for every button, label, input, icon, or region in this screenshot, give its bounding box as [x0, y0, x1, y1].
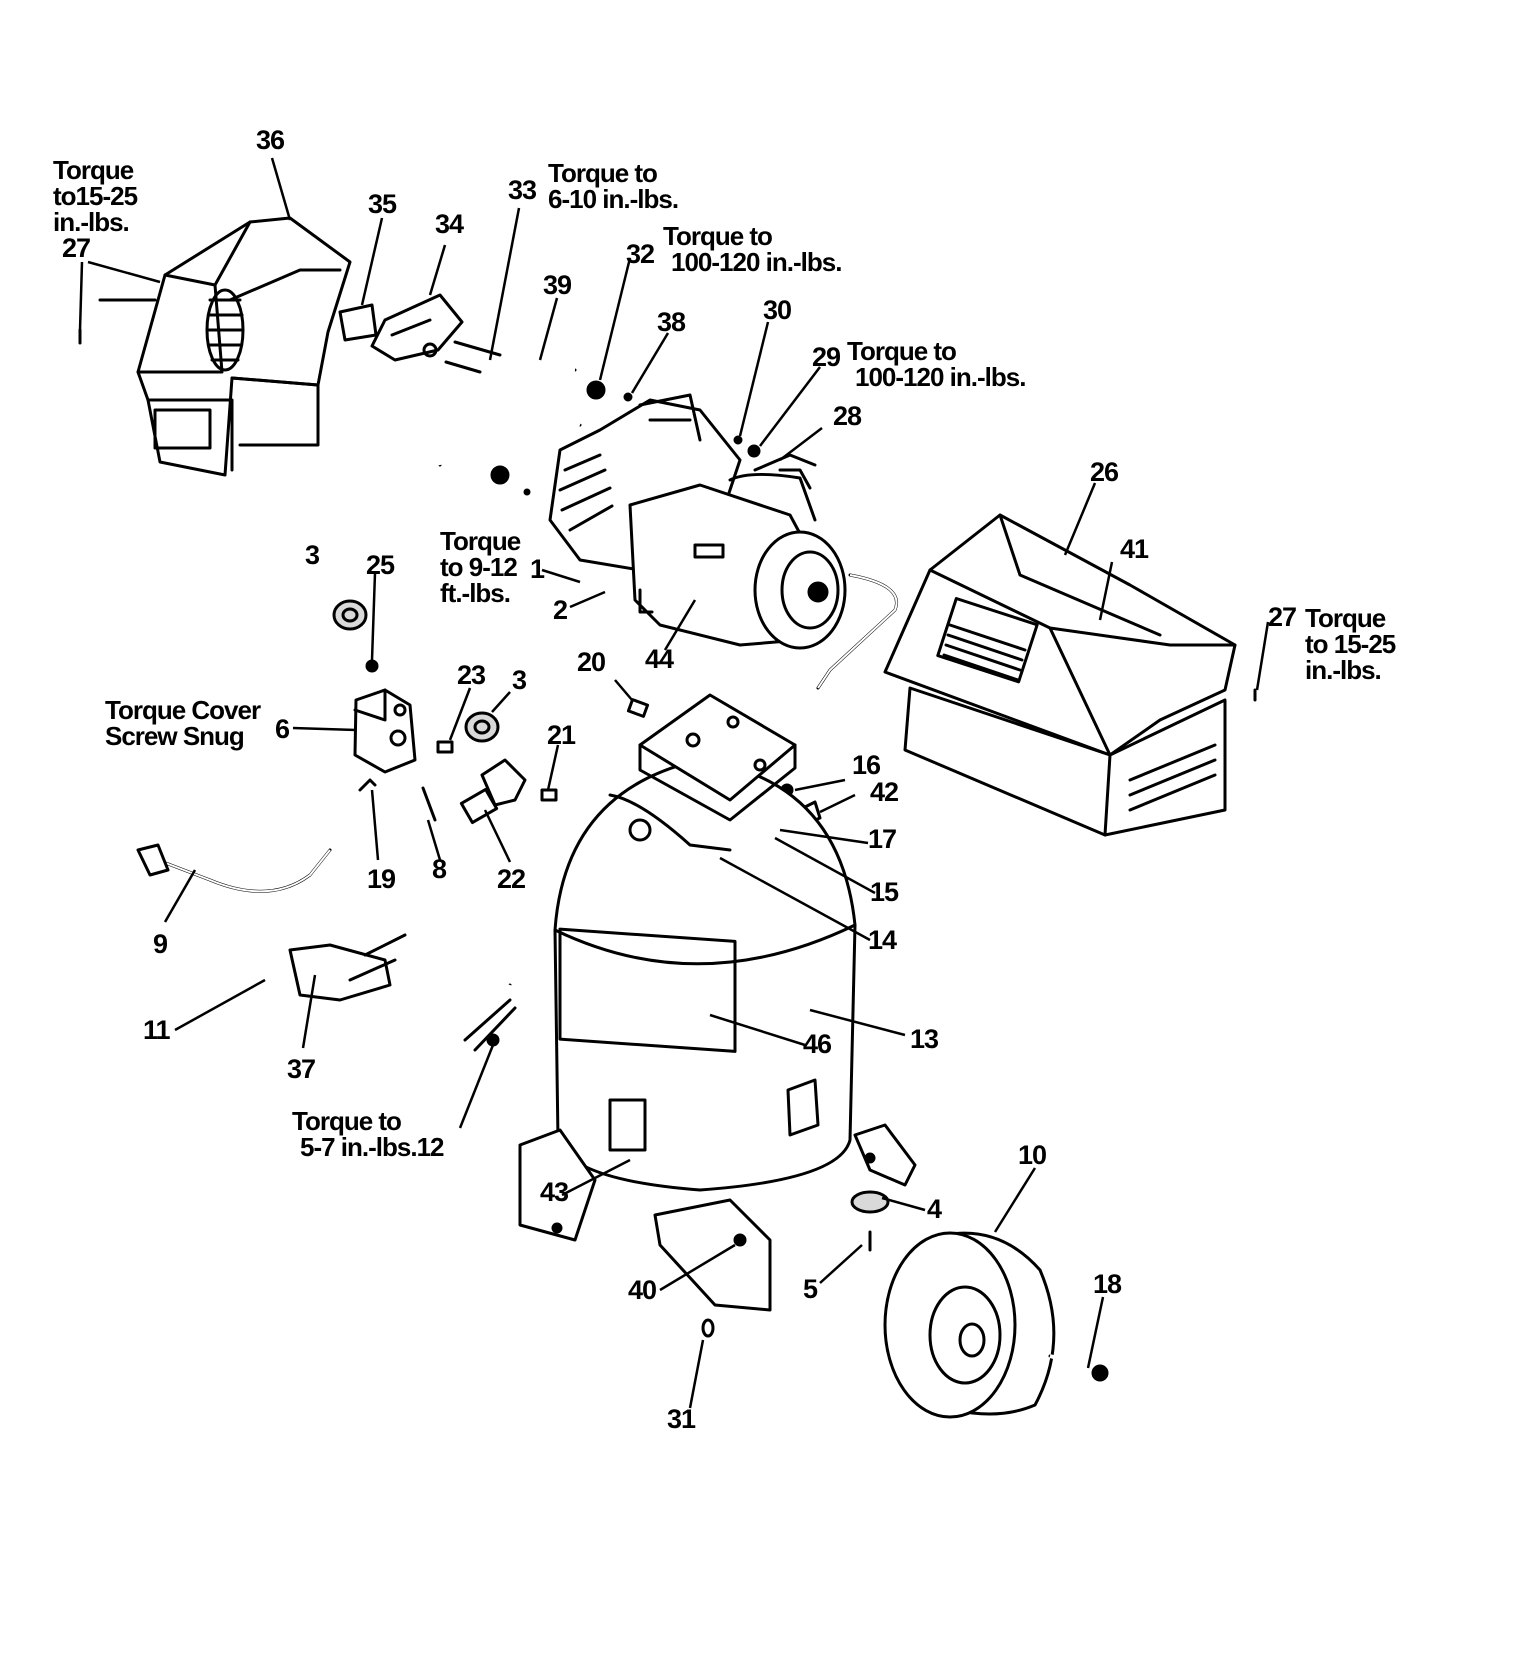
callout-43: 43: [540, 1177, 569, 1207]
torque-note-1: Torque to 9-12 ft.-lbs.: [440, 526, 521, 608]
callout-27-front: 27: [1268, 602, 1297, 632]
callout-10: 10: [1018, 1140, 1047, 1170]
callout-30: 30: [763, 295, 792, 325]
base-feet-40: [518, 1123, 917, 1312]
callout-44: 44: [645, 644, 674, 674]
torque-note-27-rear: Torque to15-25 in.-lbs.: [53, 155, 138, 237]
callout-5: 5: [803, 1274, 818, 1304]
callout-26: 26: [1090, 457, 1119, 487]
torque-note-33: Torque to 6-10 in.-lbs.: [548, 158, 679, 214]
valve-plate: [608, 693, 797, 852]
power-cord-9: [136, 843, 332, 893]
callout-21: 21: [547, 720, 576, 750]
nut-32: [586, 380, 606, 400]
callout-18: 18: [1093, 1269, 1122, 1299]
callout-1: 1: [530, 554, 545, 584]
callout-8: 8: [432, 854, 447, 884]
torque-note-32: Torque to 100-120 in.-lbs.: [663, 221, 842, 277]
callout-16: 16: [852, 750, 881, 780]
callout-32: 32: [626, 239, 655, 269]
callout-13: 13: [910, 1024, 939, 1054]
callout-35: 35: [368, 189, 397, 219]
part-35: [338, 303, 378, 342]
torque-note-12: Torque to 5-7 in.-lbs.12: [292, 1106, 444, 1162]
callout-4: 4: [927, 1194, 942, 1224]
torque-note-6: Torque Cover Screw Snug: [105, 695, 261, 751]
tank-13: [553, 758, 857, 1192]
callout-22: 22: [497, 864, 526, 894]
callout-2: 2: [553, 595, 568, 625]
callout-9: 9: [153, 929, 168, 959]
callout-29: 29: [812, 342, 841, 372]
callout-37: 37: [287, 1054, 316, 1084]
callout-3-lower: 3: [512, 665, 527, 695]
torque-note-27-front: Torque to 15-25 in.-lbs.: [1305, 603, 1396, 685]
leader-lines: [78, 157, 1270, 1409]
callout-40: 40: [628, 1275, 657, 1305]
bracket-34: [370, 293, 464, 362]
callout-42: 42: [870, 777, 899, 807]
callout-19: 19: [367, 864, 396, 894]
torque-note-29: Torque to 100-120 in.-lbs.: [847, 336, 1026, 392]
callout-28: 28: [833, 401, 862, 431]
callout-11: 11: [143, 1015, 171, 1045]
callout-15: 15: [870, 877, 899, 907]
callout-34: 34: [435, 209, 464, 239]
callout-17: 17: [868, 824, 897, 854]
pressure-switch-6: [353, 688, 417, 774]
handle-11: [237, 928, 517, 1062]
callout-25: 25: [366, 550, 395, 580]
callout-20: 20: [577, 647, 606, 677]
tube-39: [436, 362, 612, 467]
callout-14: 14: [868, 925, 897, 955]
pump-motor-44: [548, 393, 898, 690]
wheel-10: [883, 1231, 1056, 1419]
callout-6: 6: [275, 714, 290, 744]
callout-31: 31: [667, 1404, 696, 1434]
callout-36: 36: [256, 125, 285, 155]
callout-41: 41: [1120, 534, 1149, 564]
check-valve-22: [459, 758, 527, 825]
rear-shroud-36: [98, 216, 352, 477]
callout-33: 33: [508, 175, 537, 205]
callout-46: 46: [803, 1029, 832, 1059]
front-shroud-26: [883, 513, 1237, 837]
callout-23: 23: [457, 660, 486, 690]
axle-bolt-18: [1048, 1354, 1109, 1382]
callout-38: 38: [657, 307, 686, 337]
callout-3-upper: 3: [305, 540, 320, 570]
callout-27-rear: 27: [62, 233, 91, 263]
callout-39: 39: [543, 270, 572, 300]
